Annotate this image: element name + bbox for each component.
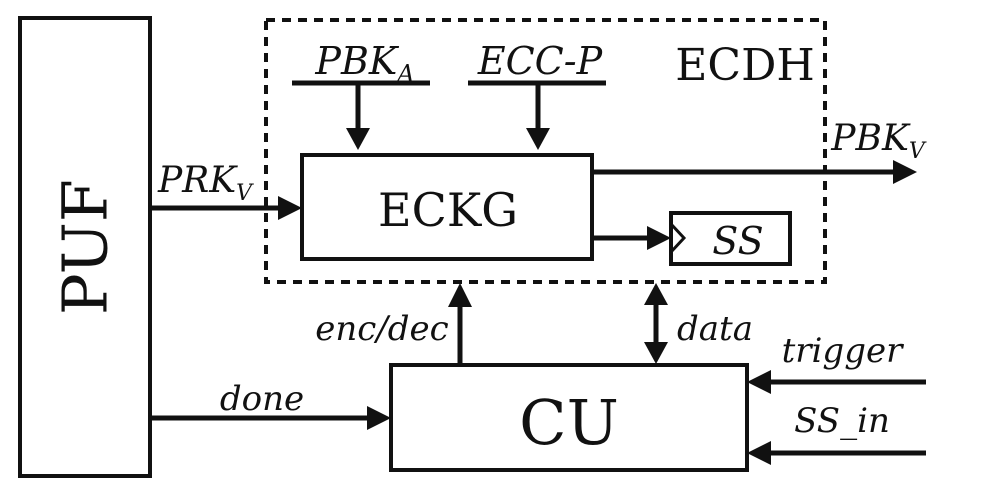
pbk-v-label: PBKV <box>830 118 927 164</box>
puf-block: PUF <box>18 16 152 478</box>
ss-in-label: SS_in <box>794 401 890 441</box>
pbk-a-input: PBKA <box>292 39 430 150</box>
ss-in-input: SS_in <box>747 401 926 465</box>
puf-label: PUF <box>49 179 122 315</box>
done-connection: done <box>150 379 391 430</box>
enc-dec-label: enc/dec <box>315 309 448 349</box>
done-label: done <box>220 379 304 419</box>
data-connection: data <box>644 283 753 364</box>
cu-block: CU <box>389 363 749 472</box>
ss-register: SS <box>669 211 792 266</box>
clock-marker <box>669 222 687 254</box>
prk-v-label: PRKV <box>157 160 254 206</box>
eckg-block: ECKG <box>300 153 594 261</box>
ecdh-label: ECDH <box>675 40 814 91</box>
eckg-label: ECKG <box>378 183 518 237</box>
ecdh-boundary: ECDH <box>264 18 827 284</box>
ss-label: SS <box>712 219 763 263</box>
ecc-p-input: ECC-P <box>468 39 606 150</box>
trigger-label: trigger <box>782 331 904 371</box>
pbk-v-output: PBKV <box>592 118 927 184</box>
enc-dec-connection: enc/dec <box>315 283 472 365</box>
ecc-p-label: ECC-P <box>477 39 604 83</box>
data-label: data <box>677 309 753 349</box>
trigger-input: trigger <box>747 331 926 394</box>
pbk-a-label: PBKA <box>314 39 414 88</box>
cu-label: CU <box>519 386 619 459</box>
prk-v-connection: PRKV <box>150 160 302 220</box>
eckg-to-ss-arrow <box>592 226 671 250</box>
